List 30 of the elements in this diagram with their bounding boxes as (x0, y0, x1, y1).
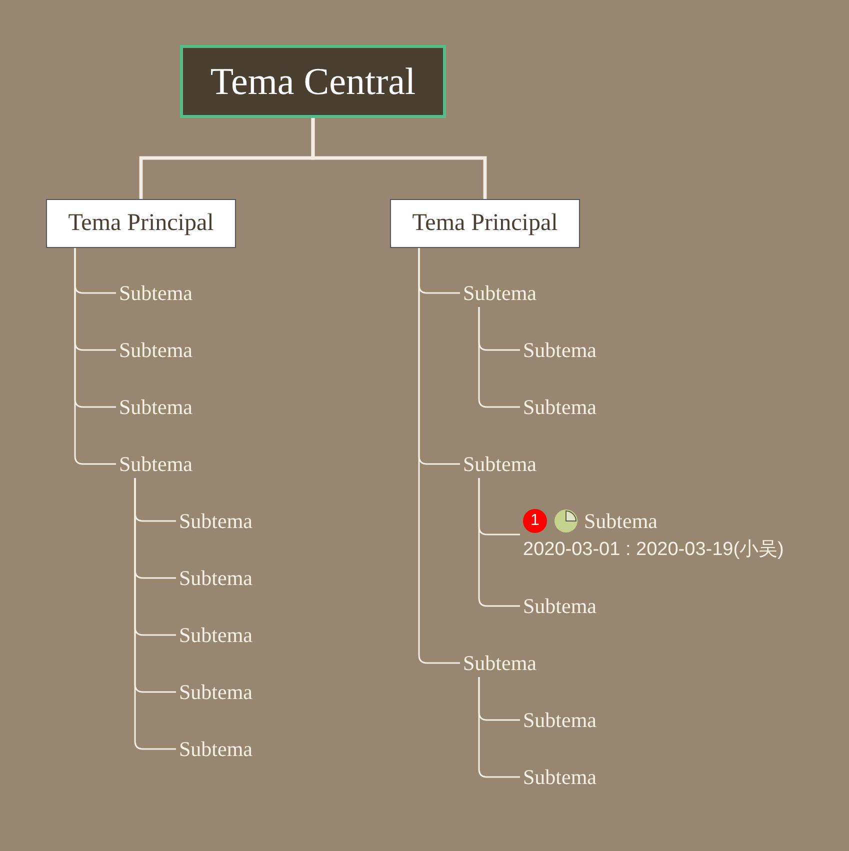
subtopic-text: Subtema (463, 651, 536, 675)
connector-line (478, 478, 520, 607)
subtopic-text: Subtema (523, 338, 596, 362)
subtopic-text: Subtema (179, 566, 252, 590)
subtopic-text: Subtema (523, 765, 596, 789)
priority-badge: 1 (523, 509, 547, 533)
connector-line (74, 248, 116, 465)
central-topic-box: Tema Central (180, 45, 446, 118)
subtopic-text: Subtema (523, 594, 596, 618)
subtopic-text: Subtema (119, 395, 192, 419)
connector-line (418, 248, 460, 664)
subtopic-text: Subtema (179, 680, 252, 704)
main-topic-box: Tema Principal (46, 199, 236, 248)
main-topic-box: Tema Principal (390, 199, 580, 248)
subtopic-text: Subtema (463, 281, 536, 305)
connector-line (478, 307, 520, 408)
subtopic-text: Subtema (584, 509, 658, 533)
subtopic-text: Subtema (119, 281, 192, 305)
subtopic-text: Subtema (179, 737, 252, 761)
subtopic-text: Subtema (463, 452, 536, 476)
connector-line (134, 478, 176, 750)
subtopic-text: Subtema (119, 452, 192, 476)
connector-line (311, 118, 487, 199)
subtopic-text: Subtema (523, 395, 596, 419)
date-range-text: 2020-03-01 : 2020-03-19(小吴) (523, 539, 784, 561)
subtopic-text: Subtema (179, 509, 252, 533)
connector-line (478, 677, 520, 778)
subtopic-text: Subtema (119, 338, 192, 362)
subtopic-text: Subtema (179, 623, 252, 647)
subtopic-text: Subtema (523, 708, 596, 732)
